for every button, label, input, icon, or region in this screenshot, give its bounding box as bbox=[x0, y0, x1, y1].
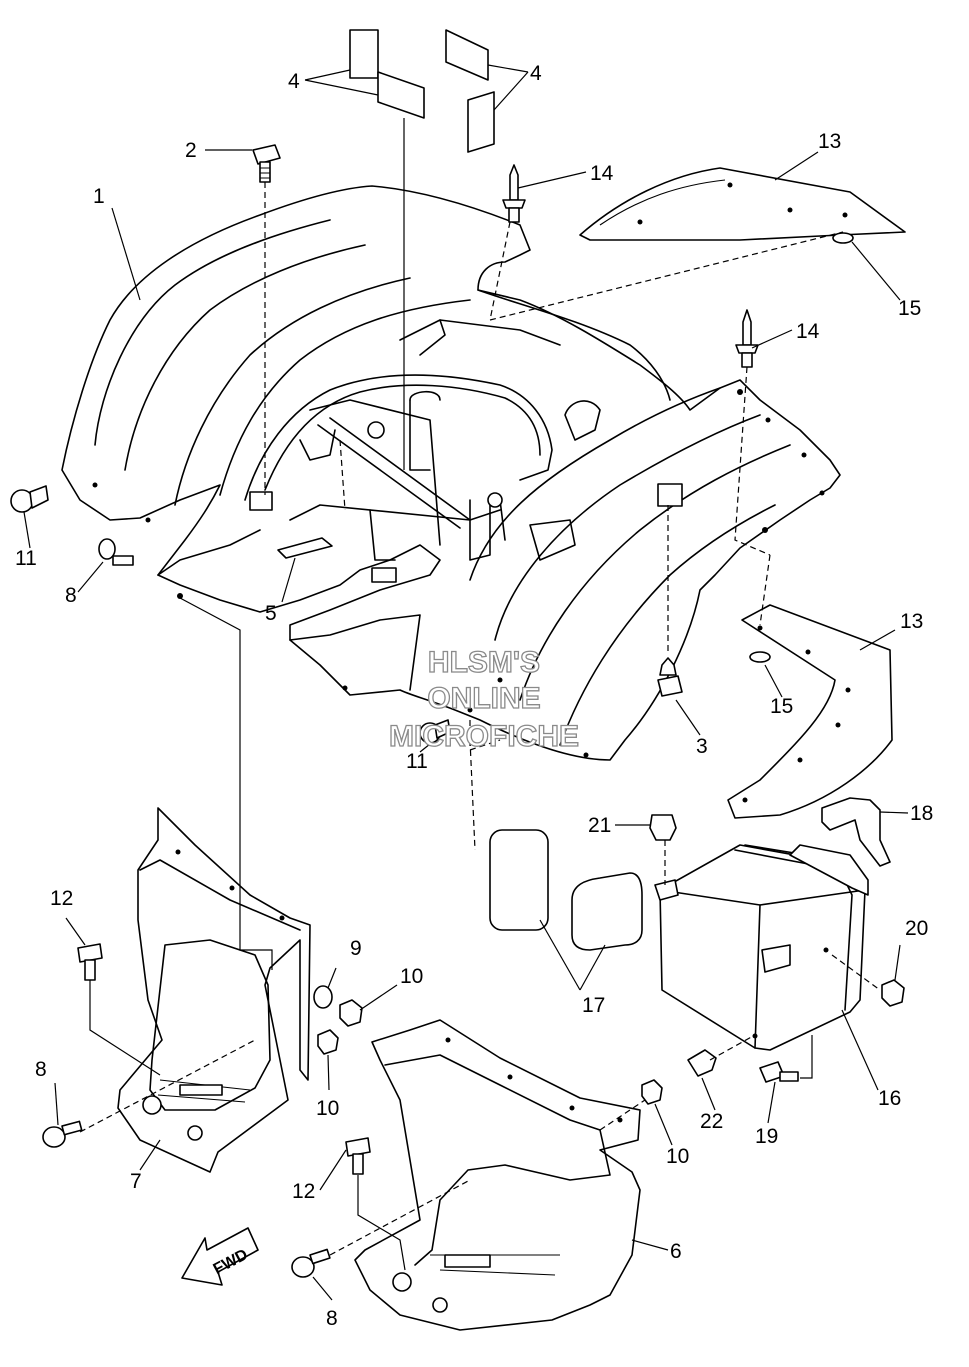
callout-10-b: 10 bbox=[316, 1097, 339, 1120]
callout-19: 19 bbox=[755, 1125, 778, 1148]
clip-11-left bbox=[10, 485, 49, 513]
bolt-8-left bbox=[42, 1120, 83, 1148]
bolt-12-right bbox=[345, 1137, 371, 1175]
bolt-19 bbox=[759, 1061, 799, 1083]
footrest-left bbox=[117, 807, 311, 1173]
washer-15-lower bbox=[749, 651, 771, 663]
nut-20 bbox=[881, 979, 905, 1007]
callout-10-c: 10 bbox=[666, 1145, 689, 1168]
callouts: 1 2 3 4 4 5 6 7 8 8 8 9 10 10 10 11 11 1… bbox=[15, 62, 933, 1330]
callout-20: 20 bbox=[905, 917, 928, 940]
callout-8-left: 8 bbox=[35, 1058, 47, 1081]
nut-10-a bbox=[339, 999, 363, 1027]
clip-21 bbox=[649, 814, 677, 841]
label-5 bbox=[277, 537, 333, 559]
callout-18: 18 bbox=[910, 802, 933, 825]
callout-21: 21 bbox=[588, 814, 611, 837]
clip-11-center bbox=[419, 719, 451, 744]
watermark: HLSM'S ONLINE MICROFICHE bbox=[388, 645, 579, 753]
callout-4-right: 4 bbox=[530, 62, 542, 85]
watermark-line1: HLSM'S bbox=[428, 646, 540, 679]
callout-8-upper: 8 bbox=[65, 584, 77, 607]
callout-3: 3 bbox=[696, 735, 708, 758]
callout-4-left: 4 bbox=[288, 70, 300, 93]
callout-2: 2 bbox=[185, 139, 197, 162]
callout-13-lower: 13 bbox=[900, 610, 923, 633]
callout-14-upper: 14 bbox=[590, 162, 614, 185]
mud-guard-upper bbox=[579, 167, 906, 241]
nut-10-c bbox=[641, 1079, 663, 1105]
callout-22: 22 bbox=[700, 1110, 723, 1133]
leader-lines bbox=[23, 64, 909, 1301]
rear-fender bbox=[61, 185, 841, 761]
footrest-right bbox=[354, 1019, 641, 1331]
bolt-8-upper bbox=[98, 538, 134, 566]
washer-9 bbox=[313, 985, 333, 1009]
pads-17 bbox=[489, 829, 643, 951]
screw-3 bbox=[657, 657, 683, 697]
callout-7: 7 bbox=[130, 1170, 142, 1193]
callout-13-upper: 13 bbox=[818, 130, 841, 153]
callout-12-left: 12 bbox=[50, 887, 73, 910]
watermark-line3: MICROFICHE bbox=[389, 720, 579, 753]
rivet-14-upper bbox=[502, 164, 526, 223]
callout-11-left: 11 bbox=[15, 547, 37, 570]
callout-9: 9 bbox=[350, 937, 362, 960]
callout-5: 5 bbox=[265, 602, 277, 625]
forward-arrow: FWD bbox=[181, 1227, 259, 1286]
bracket-18 bbox=[821, 797, 891, 867]
clamp-22 bbox=[687, 1049, 717, 1077]
toolbox-16 bbox=[654, 844, 869, 1051]
rivet-14-lower bbox=[735, 309, 759, 368]
callout-11-center: 11 bbox=[406, 750, 428, 773]
callout-14-lower: 14 bbox=[796, 320, 820, 343]
bolt-2 bbox=[252, 144, 281, 183]
callout-17: 17 bbox=[582, 994, 605, 1017]
callout-1: 1 bbox=[93, 185, 105, 208]
washer-15-upper bbox=[832, 232, 854, 244]
callout-12-right: 12 bbox=[292, 1180, 315, 1203]
callout-15-upper: 15 bbox=[898, 297, 921, 320]
assembly-lines bbox=[79, 118, 881, 1271]
callout-16: 16 bbox=[878, 1087, 901, 1110]
pad-4-group bbox=[349, 29, 495, 153]
callout-8-right: 8 bbox=[326, 1307, 338, 1330]
callout-10-a: 10 bbox=[400, 965, 423, 988]
nut-10-b bbox=[317, 1029, 339, 1055]
callout-15-lower: 15 bbox=[770, 695, 793, 718]
callout-6: 6 bbox=[670, 1240, 682, 1263]
watermark-line2: ONLINE bbox=[427, 682, 540, 715]
bolt-8-right bbox=[291, 1248, 331, 1278]
mud-guard-lower bbox=[727, 604, 893, 819]
bolt-12-left bbox=[77, 943, 103, 981]
